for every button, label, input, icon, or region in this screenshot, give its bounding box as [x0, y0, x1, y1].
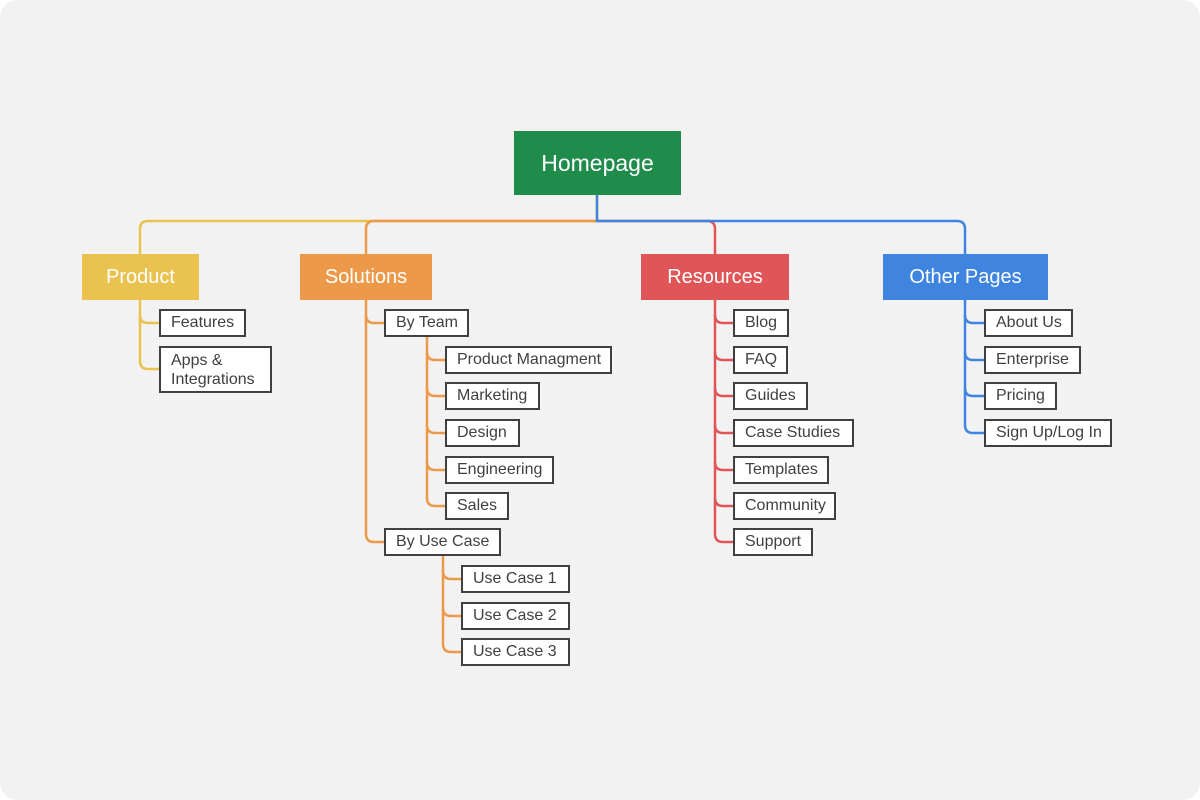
resources-item-community[interactable]: Community — [733, 492, 836, 520]
use-case-item-1[interactable]: Use Case 1 — [461, 565, 570, 593]
product-links — [138, 300, 160, 371]
other-item-sign-up-log-in[interactable]: Sign Up/Log In — [984, 419, 1112, 447]
solutions-item-by-team[interactable]: By Team — [384, 309, 469, 337]
team-item-design[interactable]: Design — [445, 419, 520, 447]
other-item-about-us[interactable]: About Us — [984, 309, 1073, 337]
resources-item-templates[interactable]: Templates — [733, 456, 829, 484]
link-root-other-pages — [595, 195, 967, 254]
homepage-node[interactable]: Homepage — [514, 131, 681, 195]
resources-item-guides[interactable]: Guides — [733, 382, 808, 410]
solutions-item-by-use-case[interactable]: By Use Case — [384, 528, 501, 556]
solutions-node[interactable]: Solutions — [300, 254, 432, 300]
other-pages-links — [963, 300, 985, 435]
resources-item-faq[interactable]: FAQ — [733, 346, 788, 374]
use-case-item-2[interactable]: Use Case 2 — [461, 602, 570, 630]
resources-item-blog[interactable]: Blog — [733, 309, 789, 337]
resources-item-case-studies[interactable]: Case Studies — [733, 419, 854, 447]
product-item-features[interactable]: Features — [159, 309, 246, 337]
resources-item-support[interactable]: Support — [733, 528, 813, 556]
solutions-links — [364, 300, 462, 654]
use-case-item-3[interactable]: Use Case 3 — [461, 638, 570, 666]
team-item-marketing[interactable]: Marketing — [445, 382, 540, 410]
team-item-engineering[interactable]: Engineering — [445, 456, 554, 484]
resources-links — [713, 300, 734, 544]
team-item-product-management[interactable]: Product Managment — [445, 346, 612, 374]
link-root-resources — [597, 219, 717, 254]
link-root-product — [138, 195, 599, 254]
product-item-apps-integrations[interactable]: Apps & Integrations — [159, 346, 272, 393]
resources-node[interactable]: Resources — [641, 254, 789, 300]
other-item-pricing[interactable]: Pricing — [984, 382, 1057, 410]
other-pages-node[interactable]: Other Pages — [883, 254, 1048, 300]
link-root-solutions — [364, 219, 597, 254]
product-node[interactable]: Product — [82, 254, 199, 300]
other-item-enterprise[interactable]: Enterprise — [984, 346, 1081, 374]
team-item-sales[interactable]: Sales — [445, 492, 509, 520]
